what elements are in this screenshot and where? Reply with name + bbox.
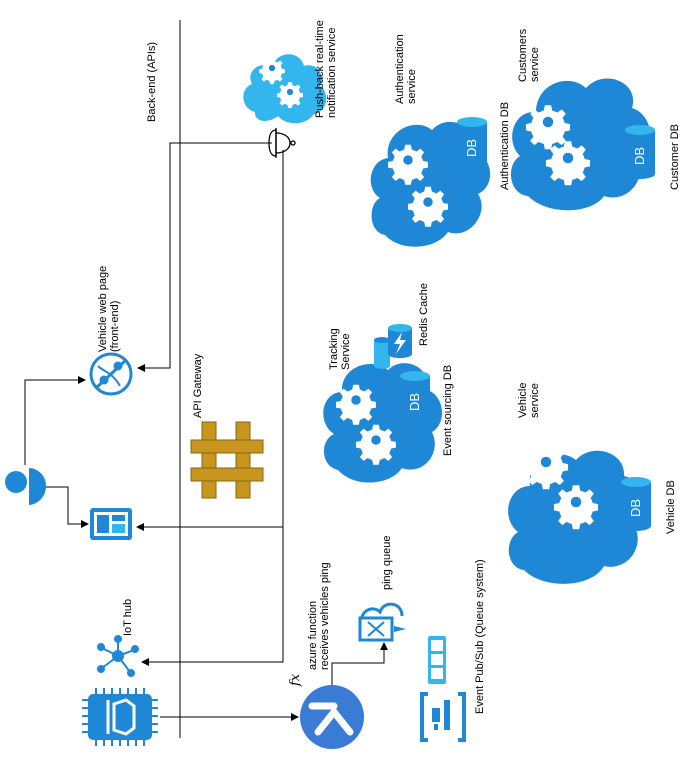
customers-service-cloud-icon <box>510 78 651 211</box>
iot-hub-label: IoT hub <box>122 598 134 636</box>
iot-chip-icon <box>82 688 158 746</box>
customer-db-label: Customer DB <box>669 123 681 190</box>
redis-cache-icon <box>374 324 412 369</box>
redis-cache-label: Redis Cache <box>418 283 430 346</box>
customer-db-icon: DB <box>625 125 655 179</box>
push-notification-cloud-icon <box>243 54 327 124</box>
queue-icon <box>358 602 406 642</box>
backend-label: Back-end (APIs) <box>146 41 158 122</box>
auth-db-icon: DB <box>457 117 487 171</box>
vehicle-db-icon: DB <box>621 477 651 531</box>
event-grid-icon <box>420 636 466 742</box>
push-service-label: Push-back real-time notification service <box>314 20 338 118</box>
azure-function-label: azure function receives vehicles ping <box>307 562 331 670</box>
event-sourcing-db-label: Event sourcing DB <box>442 364 454 456</box>
api-gateway-icon <box>190 421 264 499</box>
mobile-app-icon <box>90 508 132 540</box>
event-db-text: DB <box>407 393 422 411</box>
auth-db-text: DB <box>464 139 479 157</box>
ping-queue-label: ping queue <box>381 535 393 590</box>
fx-symbol-label: fx <box>288 673 303 686</box>
user-to-mobile-arrow <box>45 486 89 528</box>
function-app-icon <box>300 685 364 749</box>
bell-to-webpage-arrow <box>137 142 272 372</box>
user-icon <box>5 468 46 505</box>
vehicle-web-page-label: Vehicle web page (front-end) <box>97 265 121 352</box>
bell-icon <box>268 128 296 158</box>
tracking-service-label: Tracking Service <box>328 328 352 370</box>
connectors <box>24 142 388 721</box>
vehicle-db-label: Vehicle DB <box>665 480 677 534</box>
iot-hub-icon <box>97 635 139 677</box>
vehicle-db-text: DB <box>628 499 643 517</box>
function-to-queue-arrow <box>331 642 388 692</box>
auth-service-label: Authentication service <box>394 34 418 104</box>
event-pubsub-label: Event Pub/Sub (Queue system) <box>474 559 486 714</box>
user-to-webpage-arrow <box>24 376 86 465</box>
auth-db-label: Authentication DB <box>499 101 511 190</box>
customers-service-label: Customers service <box>517 28 541 82</box>
vehicle-service-cloud-icon <box>508 445 643 584</box>
bell-to-iothub-arrow <box>141 527 284 666</box>
vehicle-service-label: Vehicle service <box>517 382 541 418</box>
event-sourcing-db-icon: DB <box>400 371 430 425</box>
web-globe-icon <box>89 352 133 396</box>
api-gateway-label: API Gateway <box>192 353 204 418</box>
customer-db-text: DB <box>632 147 647 165</box>
